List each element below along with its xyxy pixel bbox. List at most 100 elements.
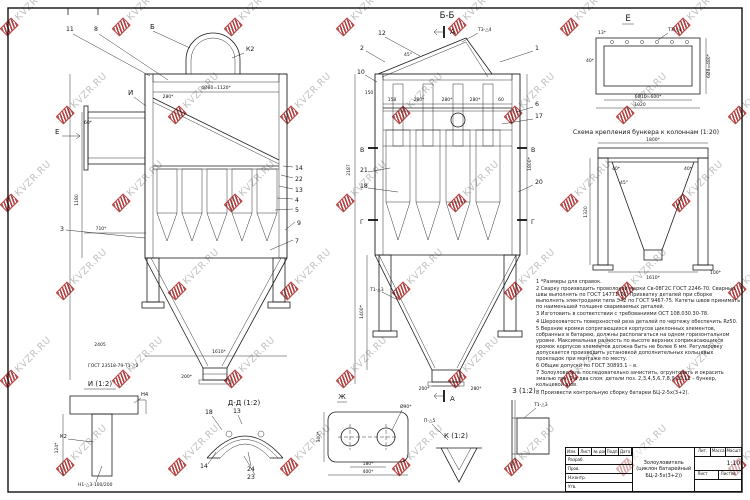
title-block: Изм. Лист № докум. Подп. Дата Разраб. Пр…: [565, 447, 742, 492]
dim-6d10-600: 6Ø10=600*: [635, 93, 662, 100]
balloon-6: 6: [535, 101, 539, 108]
balloon-14: 14: [295, 165, 303, 172]
dim-row-60: 60: [498, 97, 504, 103]
balloon-18: 18: [360, 183, 368, 190]
dim-zh-180: 180*: [363, 461, 375, 467]
dim-top-holes: 4Ø80=1120*: [201, 84, 231, 91]
dim-1180: 1180: [74, 194, 80, 206]
left-view: 4Ø80=1120* 280* 1180 710* 2405 1610* 200…: [55, 23, 303, 385]
dim-row-158: 158: [388, 97, 397, 103]
detail-zh-view: Ж 300* 180* 400* Ø90*: [316, 393, 412, 476]
dim-1610: 1610*: [212, 349, 226, 355]
weld-top-label: Т3-△4: [477, 27, 492, 33]
balloon-22: 22: [295, 176, 303, 183]
section-bb-title: Б-Б: [440, 11, 455, 21]
weld-z-label: Т1-△3: [533, 402, 548, 408]
marker-v-left: В: [360, 147, 364, 154]
detail-e-view: Е 13* Т3-△4 6Ø10=600* 1020 6Ø8=480* 40*: [586, 14, 712, 109]
dim-scheme-1320: 1320: [583, 206, 589, 218]
note-item: 2 Сварку производить проволокой марки Св…: [536, 286, 741, 311]
dim-1020: 1020: [634, 102, 646, 108]
note-item: 8 Произвести контрольную сборку батареи …: [536, 389, 689, 396]
tb-row-prov: Пров.: [566, 465, 632, 474]
scheme-title: Схема крепления бункера к колоннам (1:20…: [573, 128, 719, 136]
title-block-left: Изм. Лист № докум. Подп. Дата Разраб. Пр…: [566, 448, 633, 491]
balloon-3: 3: [60, 226, 64, 233]
note-item: 6 Общие допуски по ГОСТ 30893.1 – в.: [536, 363, 638, 370]
dim-200: 200*: [181, 374, 193, 380]
dim-6d8-480: 6Ø8=480*: [705, 53, 712, 78]
balloon-17: 17: [535, 113, 543, 120]
dim-2187: 2187: [346, 164, 352, 176]
label-n4: Н4: [141, 392, 149, 398]
dim-zh-400: 400*: [363, 469, 375, 475]
tb-lit-label: Лит.: [695, 448, 711, 456]
detail-z-title: З (1:2): [512, 387, 536, 395]
balloon-5: 5: [295, 207, 299, 214]
balloon-dd-13: 13: [233, 408, 241, 415]
dim-out-200: 200*: [419, 386, 431, 392]
detail-k-view: П-△5 К (1:2): [424, 418, 482, 483]
balloon-20: 20: [535, 179, 543, 186]
dim-row-280c: 280*: [470, 97, 482, 103]
weld-i-label: Н1-△3-100/200: [78, 482, 113, 488]
balloon-10: 10: [357, 69, 365, 76]
dim-scheme-1800: 1800*: [646, 137, 660, 143]
title-block-header-row: Изм. Лист № докум. Подп. Дата: [566, 448, 633, 456]
tb-right-header: Лит. Масса Масштаб: [695, 448, 741, 457]
balloon-dd-14: 14: [200, 463, 208, 470]
weld-gost-label: ГОСТ 23518-79-Т1-△2: [88, 363, 139, 369]
detail-z-view: З (1:2) Т1-△3: [511, 387, 550, 468]
tb-col-dokum: № докум.: [593, 448, 606, 455]
detail-i-title: И (1:2): [88, 380, 112, 388]
dim-60: 60*: [84, 120, 93, 126]
tb-col-podp: Подп.: [606, 448, 619, 455]
dim-scheme-100: 100*: [710, 270, 722, 276]
dim-45deg: 45°: [404, 52, 412, 58]
tb-col-list: Лист: [579, 448, 593, 455]
scheme-view: Схема крепления бункера к колоннам (1:20…: [573, 128, 722, 281]
tb-right-values: 1:10: [695, 457, 741, 471]
dim-row-280b: 280*: [442, 97, 454, 103]
note-item: 3 Изготовить в соответствии с требования…: [536, 311, 709, 318]
dim-150: 150: [365, 90, 374, 96]
section-a-marker-top: А: [450, 28, 455, 36]
dim-zh-300: 300*: [316, 431, 322, 443]
tb-mass-label: Масса: [711, 448, 727, 456]
note-item: 4 Шероховатость поверхностей реза детале…: [536, 318, 738, 325]
detail-dd-title: Д-Д (1:2): [228, 399, 261, 407]
dim-2405: 2405: [94, 342, 106, 348]
weld-hopper-label: Т1-△3: [369, 287, 384, 293]
section-a-marker-bottom: А: [450, 395, 455, 403]
dim-13: 13*: [598, 30, 607, 36]
tb-sheets-label: Листов: [720, 471, 736, 476]
tb-row-razrab: Разраб.: [566, 456, 632, 465]
detail-e-title: Е: [625, 14, 630, 24]
balloon-1: 1: [535, 45, 539, 52]
balloon-21: 21: [360, 167, 368, 174]
note-item: 5 Верхние кромки сопрягающихся корпусов …: [536, 326, 730, 362]
marker-v-right: В: [531, 147, 535, 154]
tb-sheet-label: Лист: [695, 471, 719, 479]
tb-right-sheets: Лист Листов: [695, 471, 741, 480]
dim-710: 710*: [96, 226, 108, 232]
balloon-dd-24: 24: [247, 466, 255, 473]
detail-i-view: И (1:2) Н4 К2 124* Н1-△3-100/200: [54, 380, 149, 488]
balloon-13: 13: [295, 187, 303, 194]
notes-block: 1 *Размеры для справок.2 Сварку производ…: [536, 279, 742, 398]
dim-scheme-45: 45°: [620, 180, 628, 186]
dim-out-280: 280*: [471, 386, 483, 392]
balloon-8: 8: [94, 26, 98, 33]
dim-scheme-40b: 40*: [684, 166, 693, 172]
tb-col-izm: Изм.: [566, 448, 580, 455]
dim-124: 124*: [54, 442, 60, 454]
balloon-9: 9: [297, 220, 301, 227]
tb-scale-value: 1:10: [726, 460, 741, 467]
detail-k-title: К (1:2): [444, 432, 468, 440]
balloon-4: 4: [295, 197, 299, 204]
tb-row-nkontr: Н.контр.: [566, 474, 632, 483]
dim-1800: 1800*: [527, 156, 533, 170]
weld-e-label: Т3-△4: [667, 27, 682, 33]
